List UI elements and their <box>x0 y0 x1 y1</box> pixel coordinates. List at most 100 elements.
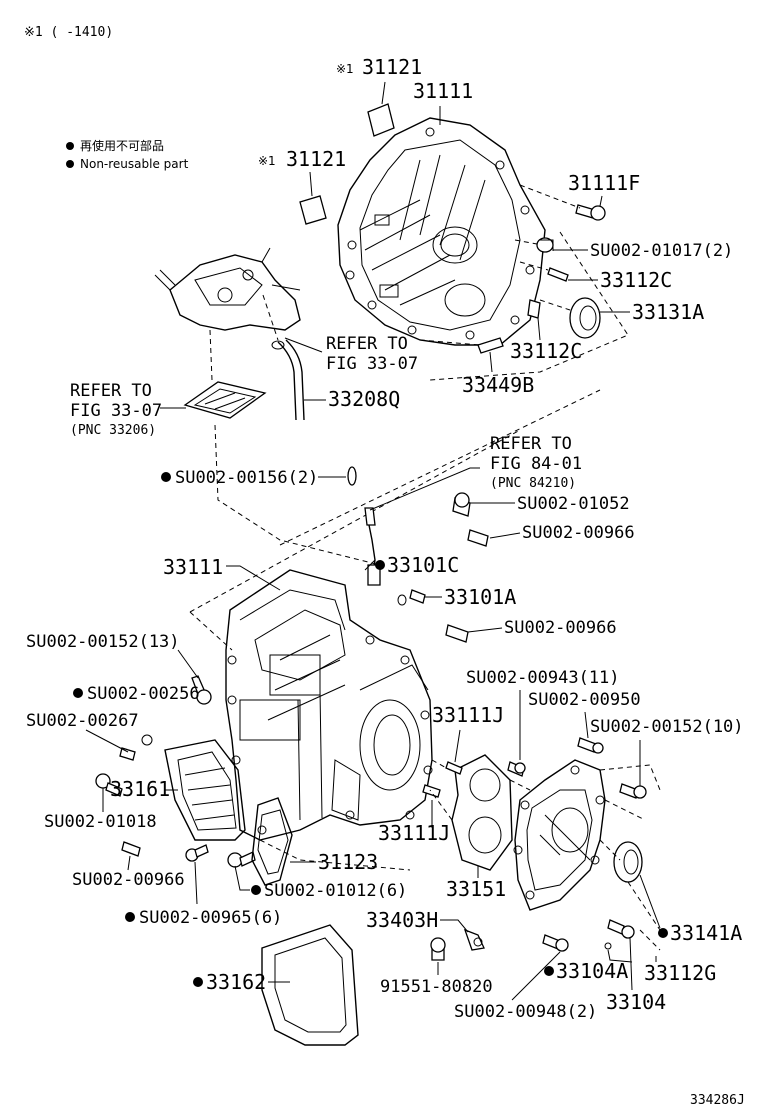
label-33111J-b: 33111J <box>378 821 450 845</box>
pin-icon <box>604 942 612 950</box>
label-33111J-a: 33111J <box>432 703 504 727</box>
bolt-icon <box>507 761 526 777</box>
pin-icon <box>547 267 569 282</box>
legend-bullet-icon <box>66 142 74 150</box>
sleeve-icon <box>463 928 485 951</box>
svg-text:SU002-00965(6): SU002-00965(6) <box>139 908 282 928</box>
label-su002-00152-10: SU002-00152(10) <box>590 717 744 737</box>
bolt-icon <box>430 937 446 961</box>
label-31111F: 31111F <box>568 171 640 195</box>
label-su002-00966-c: SU002-00966 <box>72 870 185 890</box>
figure-id: 334286J <box>690 1093 745 1108</box>
oil-seal-icon <box>613 841 643 883</box>
bolt-icon <box>185 844 209 862</box>
plate-icon <box>477 337 504 354</box>
label-33141A: 33141A <box>639 874 742 945</box>
label-su002-01017: SU002-01017(2) <box>590 241 733 261</box>
cover-33161 <box>164 739 246 841</box>
switch-icon <box>467 529 489 547</box>
svg-text:SU002-00256: SU002-00256 <box>87 684 200 704</box>
label-su002-00966-a: SU002-00966 <box>522 523 635 543</box>
bell-housing-drawing <box>337 117 546 346</box>
svg-text:SU002-01012(6): SU002-01012(6) <box>264 881 407 901</box>
label-su002-00950: SU002-00950 <box>528 690 641 710</box>
label-31121-upper: ※1 31121 <box>336 55 422 105</box>
sleeve-icon <box>536 237 554 253</box>
transmission-case-drawing <box>225 569 433 841</box>
label-su002-01052: SU002-01052 <box>517 494 630 514</box>
label-refer-84-01-3: (PNC 84210) <box>490 476 576 491</box>
label-su002-01018: SU002-01018 <box>44 812 157 832</box>
gasket-33151 <box>451 754 513 871</box>
label-33104A: 33104A <box>544 949 633 983</box>
label-33151: 33151 <box>446 877 506 901</box>
label-33104: 33104 <box>606 990 666 1014</box>
bolt-icon <box>619 783 647 799</box>
label-33101A: 33101A <box>444 585 516 609</box>
svg-text:SU002-00156(2): SU002-00156(2) <box>175 468 318 488</box>
label-su002-00156: SU002-00156(2) <box>161 468 346 488</box>
label-33161: 33161 <box>110 777 170 801</box>
label-refer-33-07-b-1: REFER TO <box>70 381 152 401</box>
label-33162: 33162 <box>193 970 290 994</box>
bolt-icon <box>191 675 212 705</box>
label-33403H: 33403H <box>366 908 438 932</box>
bolt-icon <box>607 919 635 939</box>
pin-icon <box>527 299 541 319</box>
label-su002-00965: SU002-00965(6) <box>125 861 282 928</box>
label-91551-80820: 91551-80820 <box>380 977 493 997</box>
legend-line-2: Non-reusable part <box>80 157 189 171</box>
gasket-33162 <box>261 924 359 1046</box>
shift-lever-drawing <box>154 247 301 331</box>
bolt-icon <box>121 841 141 857</box>
svg-text:33162: 33162 <box>206 970 266 994</box>
label-su002-01012: SU002-01012(6) <box>234 865 407 901</box>
switch-icon <box>452 492 471 517</box>
label-33131A: 33131A <box>632 300 704 324</box>
label-su002-00267: SU002-00267 <box>26 711 139 731</box>
svg-text:31111: 31111 <box>413 79 473 103</box>
svg-text:31121: 31121 <box>362 55 422 79</box>
svg-text:※1: ※1 <box>258 154 276 168</box>
svg-text:31121: 31121 <box>286 147 346 171</box>
plug-icon <box>347 466 357 486</box>
bolt-icon <box>397 589 426 606</box>
oil-seal-icon <box>569 297 601 339</box>
label-31121-lower: ※1 31121 <box>258 147 346 197</box>
label-refer-84-01-2: FIG 84-01 <box>490 454 582 474</box>
sensor-icon <box>364 507 381 586</box>
bolt-icon <box>577 737 604 754</box>
label-refer-33-07-a-2: FIG 33-07 <box>326 354 418 374</box>
bolt-icon <box>542 934 569 952</box>
bolt-icon <box>119 734 153 761</box>
bolt-icon <box>575 204 606 221</box>
pad-31121-lower <box>299 195 327 225</box>
label-33208Q: 33208Q <box>328 387 400 411</box>
pin-icon <box>445 761 463 775</box>
pin-icon <box>422 784 441 798</box>
label-33111-mid: 33111 <box>163 555 223 579</box>
label-su002-00948: SU002-00948(2) <box>454 1002 597 1022</box>
label-refer-84-01-1: REFER TO <box>490 434 572 454</box>
label-33112C-b: 33112C <box>510 339 582 363</box>
svg-text:※1: ※1 <box>336 62 354 76</box>
header-note: ※1 ( -1410) <box>24 25 113 40</box>
svg-text:33101C: 33101C <box>387 553 459 577</box>
label-su002-00966-b: SU002-00966 <box>504 618 617 638</box>
boot-plate-33206 <box>183 381 267 419</box>
label-su002-00256: SU002-00256 <box>73 684 200 704</box>
extension-housing-drawing <box>513 759 606 911</box>
svg-text:33141A: 33141A <box>670 921 742 945</box>
label-su002-00943: SU002-00943(11) <box>466 668 620 688</box>
pad-31121-upper <box>367 103 395 137</box>
label-31123: 31123 <box>318 850 378 874</box>
legend-line-1: 再使用不可部品 <box>80 138 164 153</box>
label-refer-33-07-b-2: FIG 33-07 <box>70 401 162 421</box>
label-refer-33-07-b-3: (PNC 33206) <box>70 423 156 438</box>
switch-icon <box>445 624 469 643</box>
label-33449B: 33449B <box>462 373 534 397</box>
plate-31123 <box>251 797 293 886</box>
legend-bullet-icon <box>66 160 74 168</box>
